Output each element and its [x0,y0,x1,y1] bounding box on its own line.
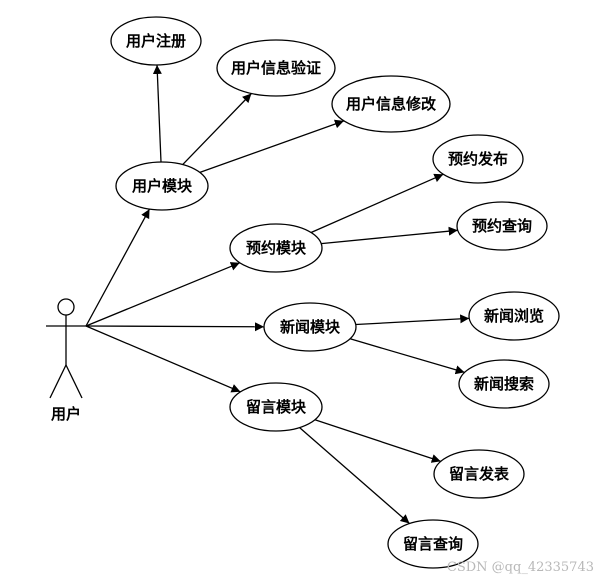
arrow-actor-to-booking-module [85,262,241,327]
use-case-label: 新闻搜索 [474,375,534,393]
node-user-module: 用户模块 [115,161,209,211]
use-case-label: 留言查询 [403,535,463,553]
use-case-ellipse [110,16,202,66]
actor-label: 用户 [51,405,81,423]
actor-left-leg [49,364,67,399]
use-case-ellipse [216,39,336,97]
node-message-post: 留言发表 [433,449,525,499]
use-case-ellipse [115,161,209,211]
node-news-browse: 新闻浏览 [468,291,560,341]
arrow-user-module-to-user-register [152,64,162,163]
arrow-message-module-to-message-post [314,419,441,463]
node-booking-module: 预约模块 [229,223,323,273]
arrow-actor-to-user-module [85,208,151,327]
node-user-verify: 用户信息验证 [216,39,336,97]
node-message-module: 留言模块 [229,382,323,432]
use-case-ellipse [387,519,479,569]
use-case-ellipse [229,382,323,432]
watermark: CSDN @qq_42335743 [447,560,594,575]
use-case-ellipse [456,201,548,251]
use-case-label: 预约发布 [448,150,508,168]
use-case-label: 新闻浏览 [484,307,544,325]
use-case-ellipse [433,449,525,499]
actor-right-leg [65,364,83,399]
arrow-message-module-to-message-query [299,427,410,524]
use-case-label: 留言模块 [246,398,307,416]
arrow-actor-to-news-module [85,322,265,332]
node-user-edit: 用户信息修改 [331,75,451,133]
arrow-user-module-to-user-verify [182,93,252,166]
arrow-actor-to-message-module [85,325,241,393]
arrow-news-module-to-news-search [349,338,465,375]
arrow-booking-module-to-booking-publish [310,173,444,234]
use-case-ellipse [432,134,524,184]
use-case-label: 用户信息修改 [346,95,437,113]
node-user-register: 用户注册 [110,16,202,66]
use-case-ellipse [263,302,357,352]
use-case-label: 预约模块 [246,239,307,257]
use-case-ellipse [229,223,323,273]
node-news-search: 新闻搜索 [458,359,550,409]
edges [85,64,470,524]
use-case-label: 预约查询 [472,217,532,235]
actor-figure [46,298,86,399]
use-case-label: 新闻模块 [280,318,341,336]
use-case-label: 留言发表 [449,465,510,483]
node-message-query: 留言查询 [387,519,479,569]
arrow-user-module-to-user-edit [199,119,345,174]
use-case-ellipse [331,75,451,133]
arrow-news-module-to-news-browse [355,314,470,326]
use-case-label: 用户信息验证 [231,59,321,77]
node-news-module: 新闻模块 [263,302,357,352]
actor-head [57,298,75,316]
arrow-booking-module-to-booking-query [321,226,458,245]
node-booking-query: 预约查询 [456,201,548,251]
use-case-label: 用户模块 [132,177,193,195]
node-booking-publish: 预约发布 [432,134,524,184]
use-case-label: 用户注册 [126,32,186,50]
use-case-ellipse [468,291,560,341]
use-case-ellipse [458,359,550,409]
